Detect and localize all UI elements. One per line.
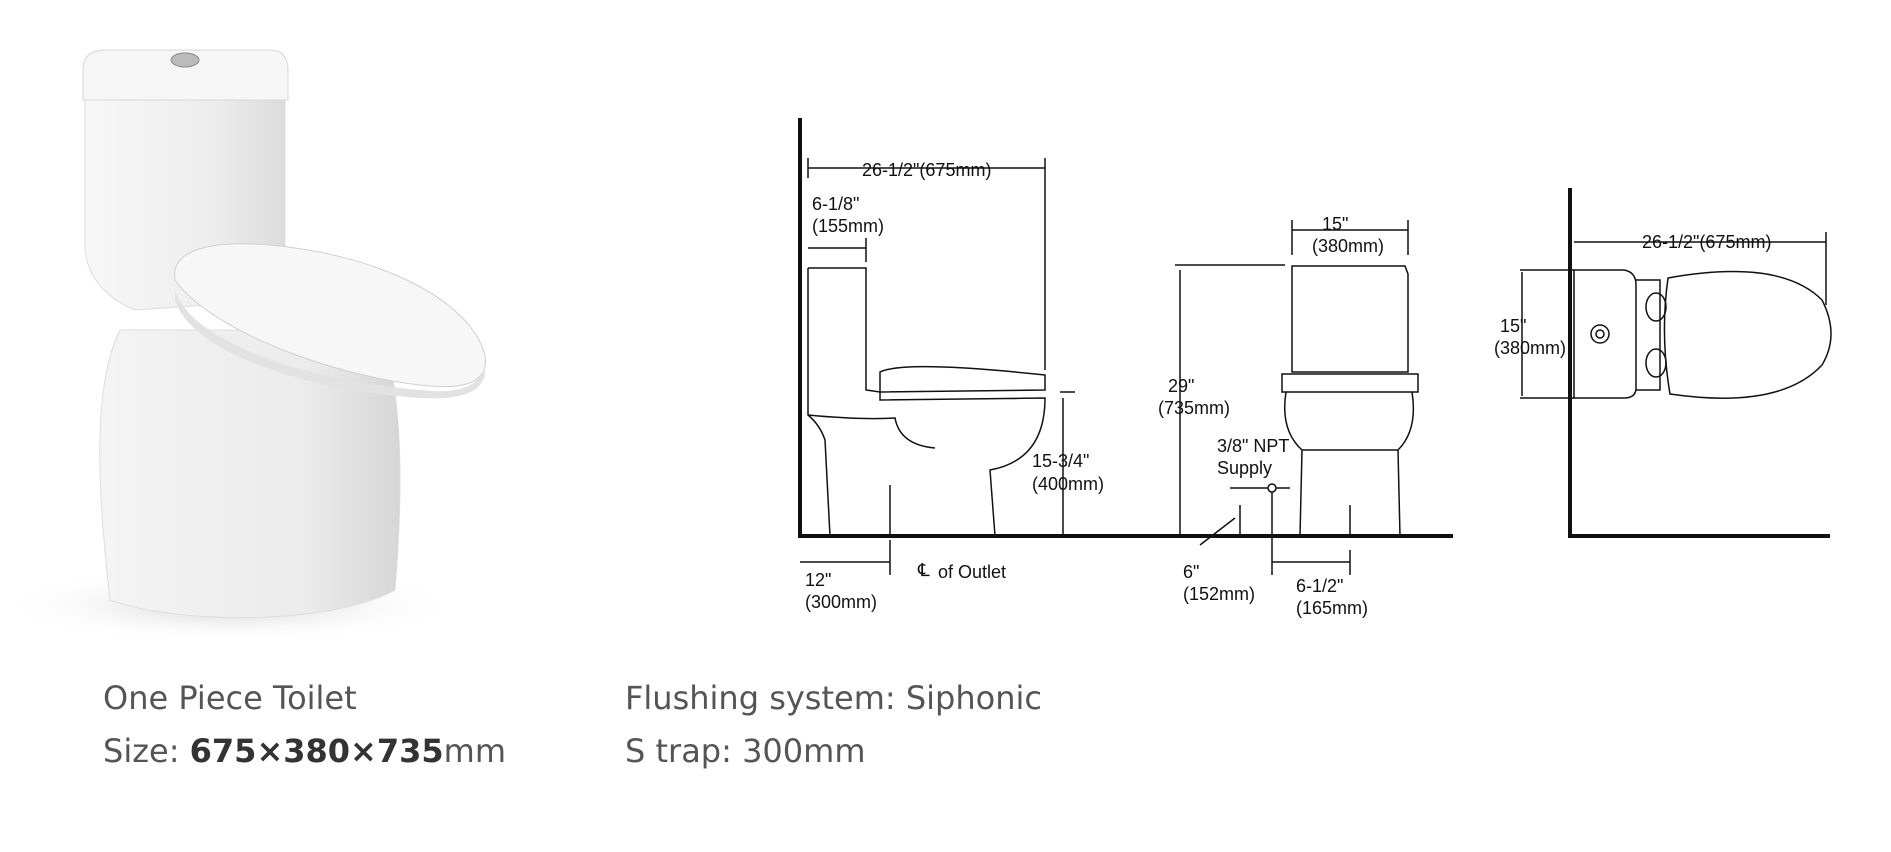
flushing-system: Flushing system: Siphonic (625, 679, 1042, 717)
rough-in-mm: (300mm) (805, 592, 877, 612)
product-photo (0, 49, 487, 643)
top-hinge-left (1645, 292, 1667, 322)
side-depth-label: 26-1/2"(675mm) (862, 160, 991, 180)
seat-lid (174, 243, 487, 388)
side-view (798, 118, 1453, 575)
side-toilet-outline (808, 267, 1046, 537)
tank-lid (82, 49, 289, 101)
front-width-mm: (380mm) (1312, 236, 1384, 256)
rough-in-inch: 12" (805, 570, 831, 590)
size-unit: mm (443, 732, 506, 770)
top-depth-label: 26-1/2"(675mm) (1642, 232, 1771, 252)
tank-depth-mm: (155mm) (812, 216, 884, 236)
seat-rim (175, 290, 485, 399)
front-width-inch: 15" (1322, 214, 1348, 234)
supply-offset-inch: 6-1/2" (1296, 576, 1343, 596)
top-tank (1573, 269, 1637, 399)
supply-height-mm: (152mm) (1183, 584, 1255, 604)
product-size: Size: 675×380×735mm (103, 735, 506, 767)
tank-depth-inch: 6-1/8" (812, 194, 859, 214)
supply-offset-mm: (165mm) (1296, 598, 1368, 618)
toilet-pedestal (99, 329, 401, 619)
top-width-mm: (380mm) (1494, 338, 1566, 358)
side-seat (879, 365, 1046, 393)
supply-label-line2: Supply (1217, 458, 1272, 478)
front-view (1175, 220, 1419, 575)
supply-label-line1: 3/8" NPT (1217, 436, 1289, 456)
front-tank (1291, 265, 1409, 373)
size-value: 675×380×735 (189, 732, 444, 770)
top-flush-icon (1590, 324, 1610, 344)
side-toilet-bowl (807, 414, 936, 449)
outlet-label: of Outlet (938, 562, 1006, 582)
outlet-symbol: ℄ (917, 560, 930, 580)
side-toilet-back (807, 268, 831, 537)
product-name: One Piece Toilet (103, 679, 357, 717)
top-width-inch: 15" (1500, 316, 1526, 336)
top-hinge-right (1645, 348, 1667, 378)
size-label: Size: (103, 732, 190, 770)
seat-height-mm: (400mm) (1032, 474, 1104, 494)
front-height-inch: 29" (1168, 376, 1194, 396)
top-hinge (1636, 279, 1661, 391)
s-trap: S trap: 300mm (625, 732, 866, 770)
flush-button-icon (170, 52, 200, 68)
seat-height-inch: 15-3/4" (1032, 451, 1089, 471)
front-seat (1281, 373, 1419, 393)
front-height-mm: (735mm) (1158, 398, 1230, 418)
supply-height-inch: 6" (1183, 562, 1199, 582)
top-view (1520, 188, 1832, 538)
top-seat (1663, 270, 1832, 399)
front-bowl (1283, 391, 1415, 537)
